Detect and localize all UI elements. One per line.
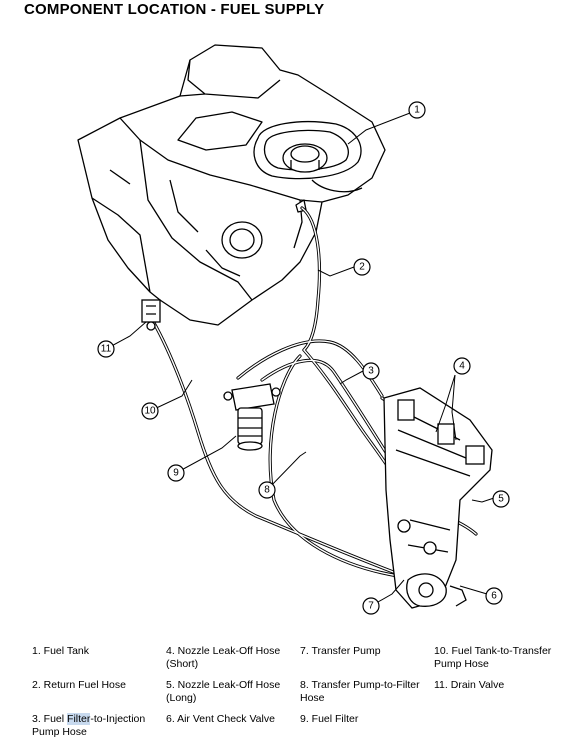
legend-item-9: 9. Fuel Filter <box>300 713 359 725</box>
legend-item-3-prefix: 3. Fuel <box>32 713 68 725</box>
callout-11-label: 11 <box>101 344 112 355</box>
callout-6-label: 6 <box>491 591 497 602</box>
callout-9-label: 9 <box>173 468 179 479</box>
legend-item-3: 3. Fuel Filter-to-Injection Pump Hose <box>32 713 160 738</box>
legend-item-4: 4. Nozzle Leak-Off Hose (Short) <box>166 645 281 670</box>
callout-3: 3 <box>362 362 380 380</box>
callout-3-label: 3 <box>368 366 374 377</box>
legend-item-6: 6. Air Vent Check Valve <box>166 713 275 725</box>
legend-item-8: 8. Transfer Pump-to-Filter Hose <box>300 679 420 704</box>
callout-2: 2 <box>353 258 371 276</box>
callout-8-label: 8 <box>264 485 270 496</box>
callout-10-label: 10 <box>144 406 156 417</box>
fuel-supply-diagram: 1 2 3 4 5 6 7 8 <box>77 44 510 615</box>
legend-item-2: 2. Return Fuel Hose <box>32 679 126 691</box>
callout-8: 8 <box>258 481 276 499</box>
fuel-filter <box>223 383 281 451</box>
callout-10: 10 <box>141 402 159 420</box>
drain-valve <box>141 299 161 331</box>
legend-item-7: 7. Transfer Pump <box>300 645 381 657</box>
legend-item-1: 1. Fuel Tank <box>32 645 90 657</box>
injection-pump-and-lines <box>383 387 493 609</box>
page-title: COMPONENT LOCATION - FUEL SUPPLY <box>24 1 325 18</box>
callout-1: 1 <box>408 101 426 119</box>
callout-6: 6 <box>485 587 503 605</box>
callout-4: 4 <box>453 357 471 375</box>
callout-5: 5 <box>492 490 510 508</box>
callouts: 1 2 3 4 5 6 7 8 <box>97 101 510 615</box>
callout-1-label: 1 <box>414 105 420 116</box>
legend-item-10: 10. Fuel Tank-to-Transfer Pump Hose <box>434 645 552 670</box>
leader-lines <box>105 112 495 607</box>
callout-5-label: 5 <box>498 494 504 505</box>
legend-item-11: 11. Drain Valve <box>434 679 505 691</box>
callout-2-label: 2 <box>359 262 365 273</box>
legend-item-5: 5. Nozzle Leak-Off Hose (Long) <box>166 679 281 704</box>
callout-9: 9 <box>167 464 185 482</box>
callout-7-label: 7 <box>368 601 374 612</box>
legend-item-3-highlight: Filter <box>67 713 91 725</box>
callout-4-label: 4 <box>459 361 465 372</box>
callout-7: 7 <box>362 597 380 615</box>
legend: 1. Fuel Tank 2. Return Fuel Hose 3. Fuel… <box>0 640 571 742</box>
fuel-tank <box>77 44 386 326</box>
legend-item-3-suffix: -to-Injection Pump Hose <box>32 713 146 738</box>
callout-11: 11 <box>97 340 115 358</box>
